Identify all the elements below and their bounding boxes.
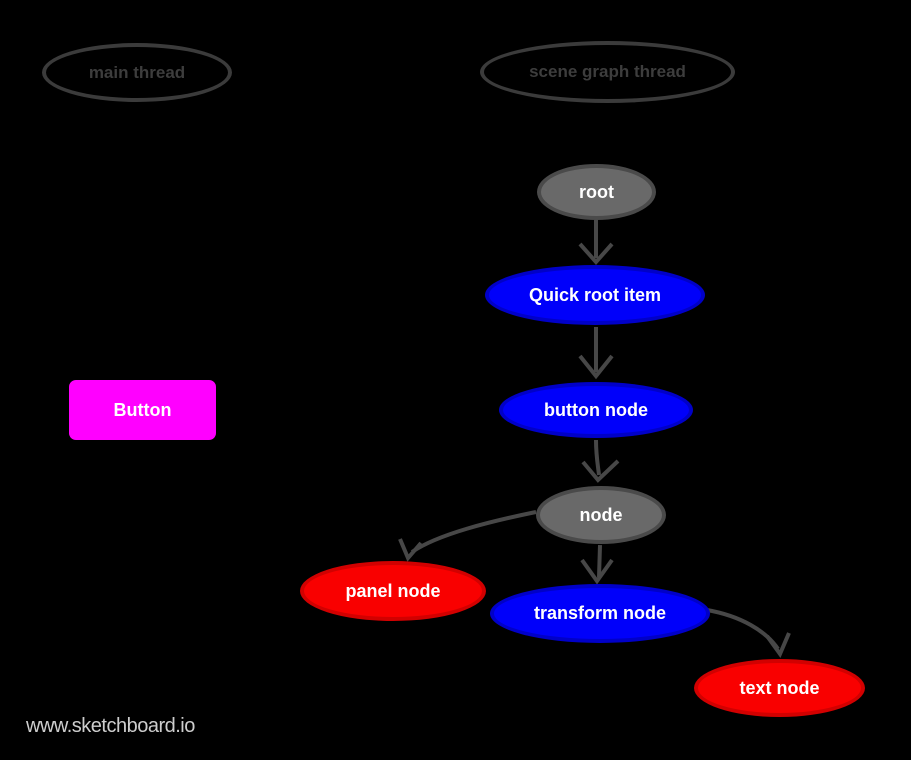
sketchboard-watermark: www.sketchboard.io <box>26 715 195 737</box>
edge-line[interactable] <box>597 544 602 578</box>
lane-main-thread-label: main thread <box>88 62 186 82</box>
node-quick-root-item-label: Quick root item <box>528 284 662 305</box>
edge-transform-node-to-text-node[interactable] <box>706 608 791 659</box>
edge-arrowhead-icon <box>581 459 620 483</box>
edge-button-node-to-node[interactable] <box>581 439 620 483</box>
edge-line[interactable] <box>594 439 601 476</box>
node-node[interactable]: node <box>536 486 666 544</box>
edge-node-to-panel-node[interactable] <box>398 510 537 562</box>
node-transform-node[interactable]: transform node <box>490 584 710 643</box>
button-shape[interactable]: Button <box>69 380 216 440</box>
lane-main-thread[interactable]: main thread <box>42 43 232 102</box>
edge-arrowhead-icon <box>398 538 423 562</box>
node-panel-node-label: panel node <box>345 580 441 601</box>
edge-quick-root-item-to-button-node[interactable] <box>578 327 614 380</box>
node-text-node-label: text node <box>739 677 820 698</box>
node-quick-root-item[interactable]: Quick root item <box>485 265 705 325</box>
node-root-label: root <box>579 181 614 202</box>
edge-arrowhead-icon <box>765 632 791 659</box>
edge-arrowhead-icon <box>578 242 614 266</box>
button-shape-label: Button <box>113 399 172 420</box>
node-button-node-label: button node <box>544 399 648 420</box>
edge-arrowhead-icon <box>578 354 614 380</box>
node-node-label: node <box>579 504 623 525</box>
edge-line[interactable] <box>706 608 780 651</box>
edge-node-to-transform-node[interactable] <box>580 544 614 585</box>
node-text-node[interactable]: text node <box>694 659 865 717</box>
edge-root-to-quick-root-item[interactable] <box>578 220 614 266</box>
lane-scene-graph-thread[interactable]: scene graph thread <box>480 41 735 103</box>
node-root[interactable]: root <box>537 164 656 220</box>
edge-line[interactable] <box>410 510 537 554</box>
lane-scene-graph-thread-label: scene graph thread <box>529 62 686 81</box>
node-button-node[interactable]: button node <box>499 382 693 438</box>
edge-arrowhead-icon <box>580 558 614 585</box>
node-transform-node-label: transform node <box>533 603 666 623</box>
node-panel-node[interactable]: panel node <box>300 561 486 621</box>
